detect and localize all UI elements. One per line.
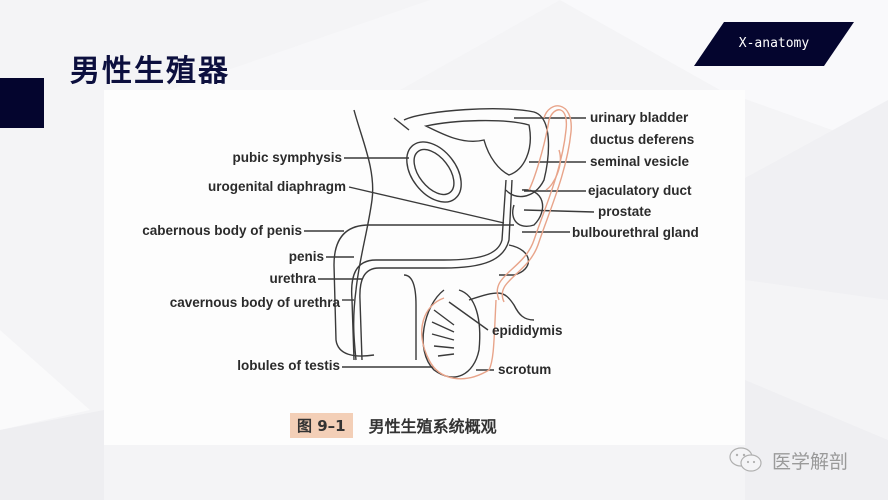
accent-block [0,78,44,128]
label-penis: penis [288,249,324,264]
label-epididymis: epididymis [492,323,563,338]
male-reproductive-diagram [304,105,595,380]
anatomy-figure: pubic symphysis urogenital diaphragm cab… [104,90,745,445]
label-urethra: urethra [269,271,316,286]
label-prostate: prostate [598,204,652,219]
label-cavernous-body-of-urethra: cavernous body of urethra [169,295,340,310]
badge-parallelogram [694,22,854,66]
label-cabernous-body-of-penis: cabernous body of penis [142,223,302,238]
label-bulbourethral-gland: bulbourethral gland [572,225,699,240]
label-urinary-bladder: urinary bladder [590,110,689,125]
label-lobules-of-testis: lobules of testis [237,358,340,373]
figure-caption: 图 9–1 男性生殖系统概观 [290,412,497,438]
figure-title: 男性生殖系统概观 [368,417,497,436]
label-ejaculatory-duct: ejaculatory duct [588,183,692,198]
label-scrotum: scrotum [498,362,552,377]
figure-number: 图 9–1 [290,412,353,438]
page-title: 男性生殖器 [70,54,230,89]
wechat-icon [729,447,762,472]
label-seminal-vesicle: seminal vesicle [590,154,690,169]
label-pubic-symphysis: pubic symphysis [232,150,342,165]
watermark-text: 医学解剖 [772,450,849,473]
label-urogenital-diaphragm: urogenital diaphragm [207,179,346,194]
brand-badge-text: X-anatomy [738,36,810,51]
watermark: 医学解剖 [728,446,848,474]
brand-badge: X-anatomy [694,22,854,66]
label-ductus-deferens: ductus deferens [590,132,695,147]
